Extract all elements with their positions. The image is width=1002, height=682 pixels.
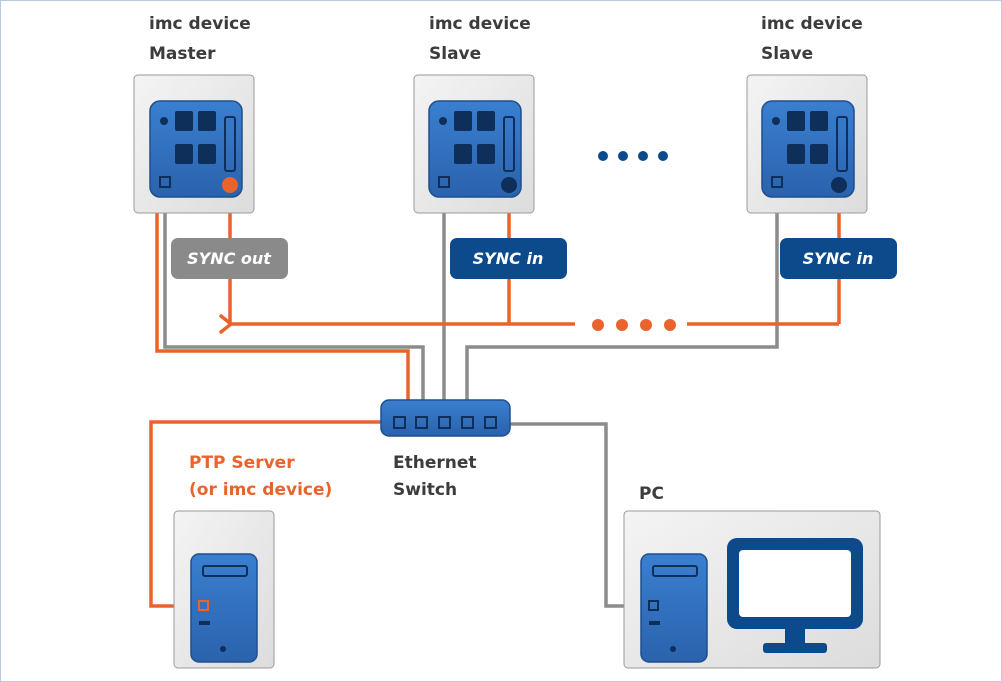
ellipsis-dot [658,151,668,161]
switch-port-icon [484,416,497,429]
switch-label-line2: Switch [393,480,457,500]
module-slot [175,111,193,131]
sync-port-icon [501,177,517,193]
slave2-device-panel [761,100,855,198]
master-device: imc device Master [133,14,255,214]
sync-out-label: SYNC out [187,249,272,268]
pc: PC [623,484,881,669]
module-slot [175,144,193,164]
module-slot [477,111,495,131]
master-ethernet-line [163,185,425,421]
usb-slot [649,621,660,625]
module-slot [810,144,828,164]
sync-out-tag: SYNC out [171,238,288,279]
monitor-icon [727,538,863,653]
sync-port-icon [222,177,238,193]
display-strip [836,116,848,172]
usb-slot [199,621,210,625]
slave2-device: imc device Slave [746,14,868,214]
sync-port-icon [831,177,847,193]
module-slot [787,144,805,164]
power-led-icon [220,646,226,652]
switch-label-line1: Ethernet [393,453,477,473]
slave1-label-line1: imc device [429,14,531,34]
module-slot [198,111,216,131]
sync-in-tag-slave1: SYNC in [450,238,567,279]
slave1-device-panel [428,100,522,198]
drive-bay [202,565,248,577]
slave2-label-line2: Slave [761,44,813,64]
module-slot [787,111,805,131]
display-strip [224,116,236,172]
ellipsis-dot [638,151,648,161]
master-ptp-line [155,197,410,421]
pc-tower-icon [640,553,708,663]
ethernet-port-icon [648,600,659,611]
ptp-label-line2: (or imc device) [189,480,332,500]
ethernet-port-icon [198,600,209,611]
switch-port-icon [438,416,451,429]
module-slot [477,144,495,164]
ptp-server: PTP Server (or imc device) [173,453,332,669]
master-device-panel [149,100,243,198]
master-label-line2: Master [149,44,216,64]
module-slot [454,144,472,164]
power-led-icon [670,646,676,652]
drive-bay [652,565,698,577]
ellipsis-dot [618,151,628,161]
sync-in-label: SYNC in [803,249,874,268]
bus-dot [640,319,652,331]
slave2-label-line1: imc device [761,14,863,34]
ellipsis-dot [598,151,608,161]
module-slot [810,111,828,131]
bus-dot [664,319,676,331]
switch-port-icon [461,416,474,429]
slave1-label-line2: Slave [429,44,481,64]
sync-in-tag-slave2: SYNC in [780,238,897,279]
ethernet-switch: Ethernet Switch [380,399,511,500]
server-tower-icon [190,553,258,663]
arrow-right-sync-out-icon [219,314,234,334]
sync-in-label: SYNC in [473,249,544,268]
module-slot [454,111,472,131]
ethernet-port-icon [771,176,783,188]
pc-label: PC [639,484,664,504]
master-label-line1: imc device [149,14,251,34]
module-slot [198,144,216,164]
bus-dot [616,319,628,331]
switch-port-icon [393,416,406,429]
led-icon [160,117,168,125]
ethernet-port-icon [438,176,450,188]
slave2-ethernet-line [465,185,779,421]
display-strip [503,116,515,172]
ptp-label-line1: PTP Server [189,453,295,473]
led-icon [772,117,780,125]
ethernet-port-icon [159,176,171,188]
switch-port-icon [415,416,428,429]
bus-ellipsis [592,319,676,331]
device-ellipsis [598,151,668,161]
led-icon [439,117,447,125]
bus-dot [592,319,604,331]
slave1-device: imc device Slave [413,14,535,214]
